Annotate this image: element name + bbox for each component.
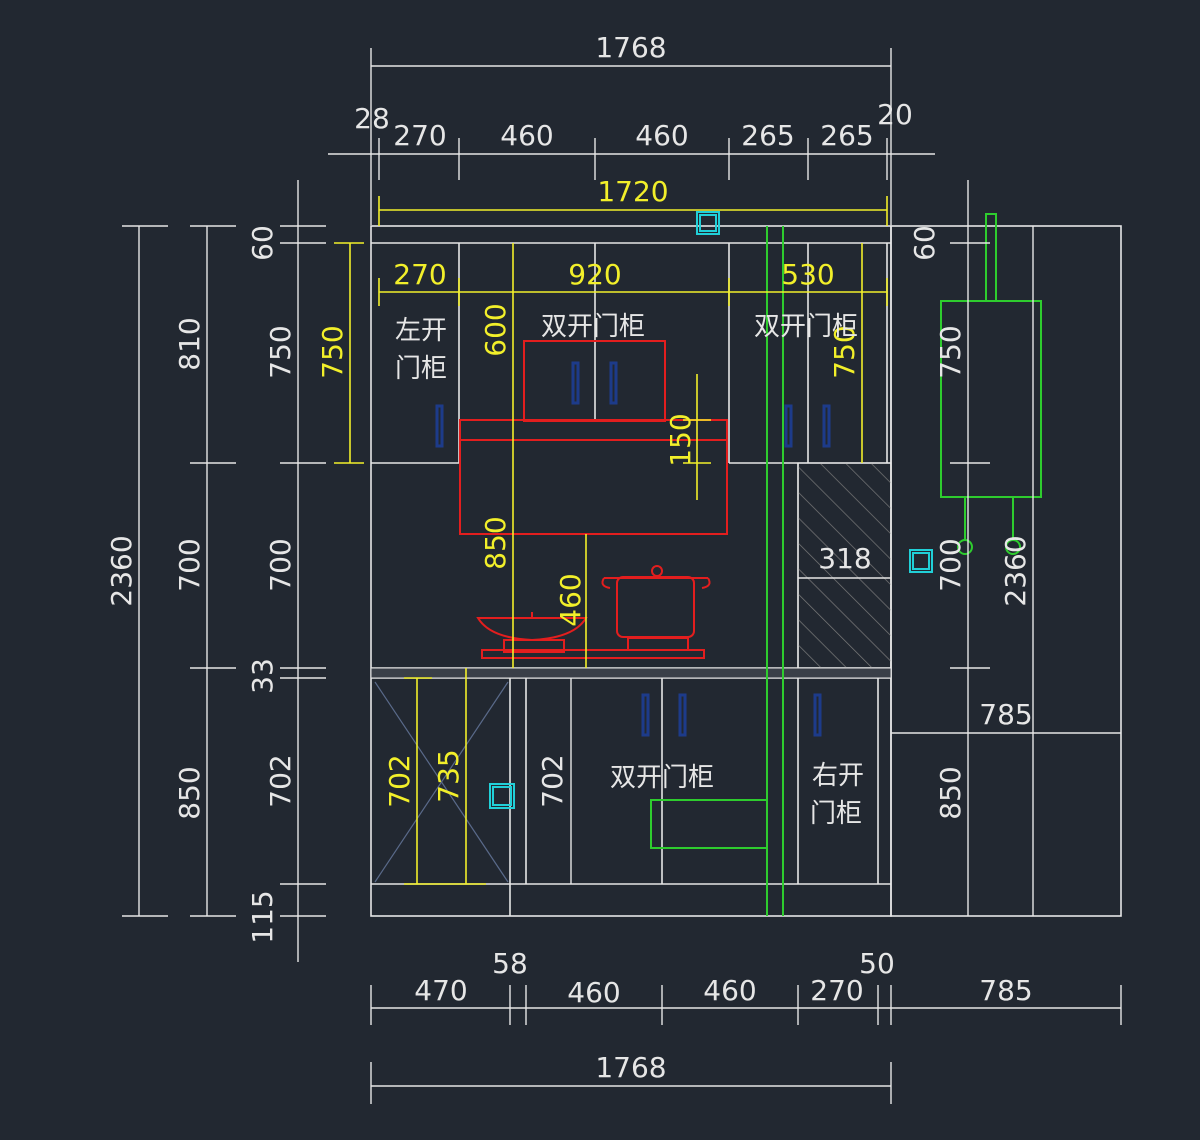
dim-bottom-460b: 460 [703,974,756,1007]
dim-fridge-60: 60 [908,225,941,261]
dim-bottom-460a: 460 [567,976,620,1009]
socket-icon [489,211,933,809]
dim-hood-850: 850 [479,516,512,569]
dim-lower-735: 735 [432,749,465,802]
dim-left-2360: 2360 [105,535,138,606]
label-double-door-upper-mid: 双开门柜 [541,312,645,342]
label-right-door-1: 右开 [812,761,864,791]
label-double-door-upper-right: 双开门柜 [754,312,858,342]
dim-left-810: 810 [173,317,206,370]
label-left-door-2: 门柜 [395,354,447,384]
dim-top-265b: 265 [820,119,873,152]
label-left-door-1: 左开 [395,316,447,346]
dim-left-700b: 700 [264,538,297,591]
yellow-dimension-lines [334,196,888,885]
range-hood-icon [459,340,728,535]
dim-fridge-750: 750 [934,325,967,378]
dim-bottom-58: 58 [492,947,528,980]
water-heater-icon [940,213,1042,555]
dim-left-750: 750 [264,325,297,378]
dim-top-460a: 460 [500,119,553,152]
label-double-door-lower: 双开门柜 [610,763,714,793]
open-cabinet-cross [374,681,509,883]
door-handles [435,361,831,737]
dim-fridge-2360: 2360 [999,535,1032,606]
dim-fridge-785: 785 [979,698,1032,731]
dim-hood-600: 600 [479,303,512,356]
dim-left-702: 702 [264,754,297,807]
dim-top-20: 20 [877,98,913,131]
gas-stove [481,637,705,659]
dim-bottom-785: 785 [979,974,1032,1007]
dim-left-33: 33 [246,658,279,694]
label-right-door-2: 门柜 [810,799,862,829]
dimension-lines [122,48,1122,1104]
dim-bottom-270: 270 [810,974,863,1007]
dim-bottom-470: 470 [414,974,467,1007]
dim-fridge-700: 700 [934,538,967,591]
dim-left-700a: 700 [173,538,206,591]
dim-fridge-850: 850 [934,766,967,819]
dim-upper-270: 270 [393,258,446,291]
dim-bottom-total: 1768 [595,1051,666,1084]
dim-left-60: 60 [246,225,279,261]
dim-upper-920: 920 [568,258,621,291]
dim-lower-702a: 702 [383,754,416,807]
dim-upper-530: 530 [781,258,834,291]
dim-niche-318: 318 [818,542,871,575]
dim-lower-702b: 702 [536,754,569,807]
hatched-niche [797,462,892,669]
dim-top-28: 28 [354,102,390,135]
stock-pot-icon [601,565,711,638]
dim-bottom-50: 50 [859,947,895,980]
dim-top-270: 270 [393,119,446,152]
dim-right-750: 750 [828,325,861,378]
gas-pipe [650,226,784,916]
dim-y-750-left: 750 [316,325,349,378]
dim-left-850: 850 [173,766,206,819]
dim-top-265a: 265 [741,119,794,152]
dim-stove-460: 460 [554,573,587,626]
countertop [370,667,892,679]
dim-left-115: 115 [246,890,279,943]
dim-inner-1720: 1720 [597,175,668,208]
dim-hood-150: 150 [664,413,697,466]
dim-top-460b: 460 [635,119,688,152]
dim-top-total: 1768 [595,31,666,64]
